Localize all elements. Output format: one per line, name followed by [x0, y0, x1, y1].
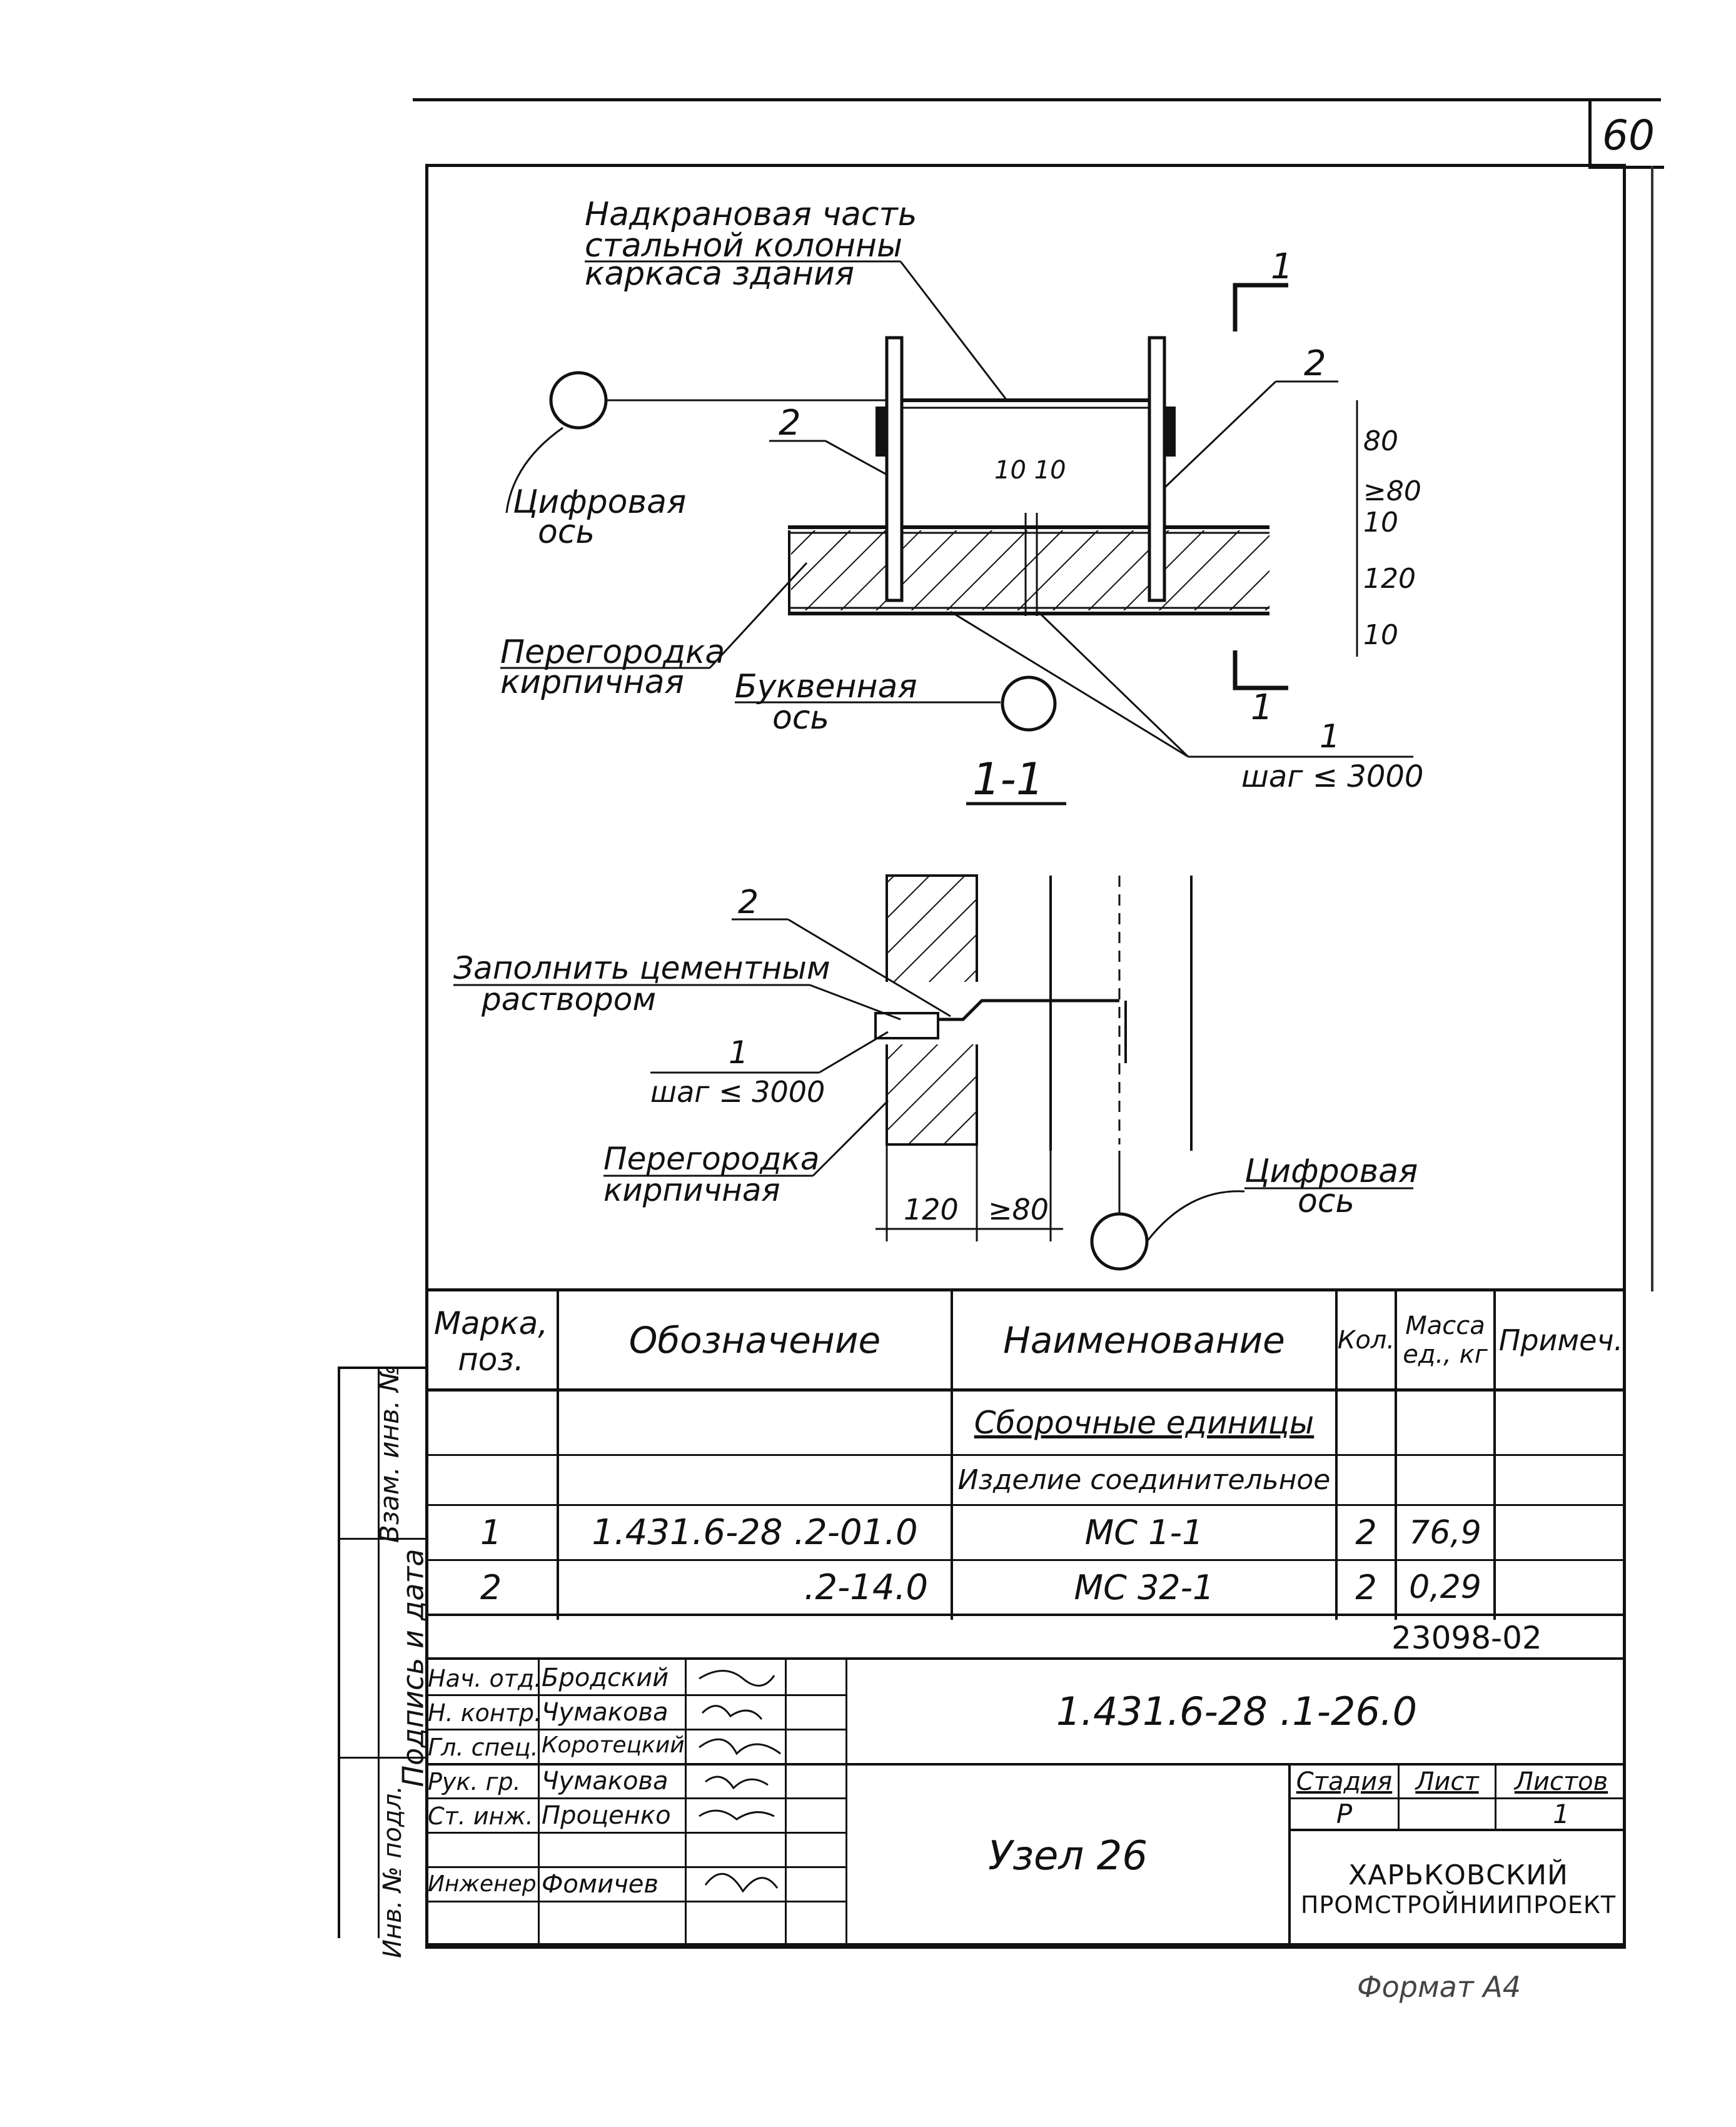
label-digital-axis-bottom-1: Цифровая — [1244, 1153, 1418, 1190]
sig-name-3: Коротецкий — [542, 1732, 685, 1758]
right-margin-line — [1651, 166, 1653, 1291]
dim-right-80: 80 — [1363, 425, 1398, 457]
format-note: Формат А4 — [1357, 1970, 1521, 2004]
group-heading: Изделие соединительное — [957, 1464, 1331, 1496]
dims-gap: 10 10 — [994, 456, 1066, 485]
sig-role-4: Рук. гр. — [428, 1768, 521, 1796]
row2-designation: .2-14.0 — [804, 1567, 928, 1608]
digital-axis-bubble-bottom — [1090, 1212, 1149, 1271]
sig-role-2: Н. контр. — [428, 1699, 538, 1727]
sig-name-6: Фомичев — [542, 1870, 659, 1899]
side-stamp-frame — [338, 1367, 428, 1938]
sig-name-4: Чумакова — [542, 1767, 669, 1796]
dim-right-10a: 10 — [1363, 507, 1398, 538]
section-mark-top-number: 1 — [1271, 246, 1293, 287]
row1-note — [1496, 1506, 1626, 1559]
organization-line2: ПРОМСТРОЙНИИПРОЕКТ — [1300, 1891, 1617, 1919]
side-stamp-inv: Инв. № подл. — [378, 1786, 407, 1958]
sig-name-5: Проценко — [542, 1801, 671, 1830]
side-stamp-replace: Взам. инв. № — [374, 1364, 405, 1543]
sig-role-3: Гл. спец. — [428, 1734, 538, 1761]
label-partition-2: кирпичная — [500, 664, 684, 701]
header-mark: Марка, поз. — [433, 1305, 548, 1378]
label-partition-elev-2: кирпичная — [603, 1172, 780, 1208]
section-drawings: 1 1 Надкрановая часть стальной колонны к… — [453, 196, 1423, 1271]
callout-column-line2: стальной колонны — [585, 227, 902, 265]
top-border-line — [413, 98, 1661, 101]
header-designation: Обозначение — [628, 1318, 881, 1362]
stage-value: Р — [1336, 1799, 1353, 1829]
steel-column-elevation — [1049, 876, 1193, 1151]
label-letter-axis-1: Буквенная — [735, 668, 917, 705]
organization-line1: ХАРЬКОВСКИЙ — [1348, 1859, 1568, 1891]
sheet-number: 60 — [1602, 111, 1655, 159]
dim-right-ge80: ≥80 — [1363, 475, 1421, 507]
row1-mark: 1 — [480, 1513, 502, 1552]
section-heading: Сборочные единицы — [974, 1405, 1315, 1441]
row2-qty: 2 — [1355, 1567, 1377, 1607]
row1-designation: 1.431.6-28 .2-01.0 — [592, 1512, 918, 1553]
row2-mark: 2 — [480, 1567, 502, 1607]
column-plates — [876, 336, 1176, 602]
sheets-value: 1 — [1553, 1799, 1570, 1829]
spec-table: Марка, поз. Обозначение Наименование Кол… — [425, 1288, 1626, 1620]
pos-1-elevation: 1 — [729, 1034, 749, 1071]
sig-role-5: Ст. инж. — [428, 1802, 533, 1830]
handwritten-signatures — [699, 1670, 781, 1893]
section-mark-bottom — [1233, 650, 1288, 690]
header-name: Наименование — [1003, 1318, 1285, 1362]
label-partition-1: Перегородка — [500, 634, 725, 671]
sig-name-2: Чумакова — [542, 1698, 669, 1727]
title-block: Нач. отд. Бродский Н. контр. Чумакова Гл… — [425, 1657, 1626, 1949]
row1-name: МС 1-1 — [1084, 1513, 1204, 1552]
pos-2-left: 2 — [779, 403, 801, 443]
dim-right-10b: 10 — [1363, 619, 1398, 651]
inventory-number: 23098-02 — [1391, 1620, 1542, 1656]
label-digital-axis-2: ось — [538, 513, 595, 551]
step-note-plan: шаг ≤ 3000 — [1241, 759, 1423, 794]
label-fill-2: раствором — [481, 981, 656, 1018]
sig-role-1: Нач. отд. — [428, 1665, 538, 1692]
organization: ХАРЬКОВСКИЙ ПРОМСТРОЙНИИПРОЕКТ — [1291, 1831, 1626, 1946]
stage-header: Стадия — [1296, 1767, 1393, 1796]
brick-partition-plan — [788, 513, 1269, 616]
pos-1-plan: 1 — [1320, 718, 1340, 755]
document-code: 1.431.6-28 .1-26.0 — [1056, 1689, 1418, 1734]
row2-note — [1496, 1561, 1626, 1614]
digital-axis-bubble-top — [549, 371, 608, 430]
header-mass: Масса ед., кг — [1403, 1311, 1488, 1369]
sig-role-6: Инженер — [428, 1871, 537, 1897]
node-title: Узел 26 — [987, 1833, 1148, 1879]
sheet-number-box — [1588, 100, 1664, 169]
pos-2-elevation: 2 — [738, 884, 759, 921]
sheets-header: Листов — [1514, 1767, 1608, 1796]
row1-qty: 2 — [1355, 1513, 1377, 1552]
callout-column-line1: Надкрановая часть — [585, 196, 917, 233]
row2-name: МС 32-1 — [1074, 1567, 1214, 1607]
label-partition-elev-1: Перегородка — [603, 1141, 819, 1177]
label-fill-1: Заполнить цементным — [453, 950, 830, 986]
pos-2-right: 2 — [1304, 343, 1326, 384]
side-stamp-sign: Подпись и дата — [396, 1549, 430, 1787]
row2-mass: 0,29 — [1409, 1569, 1481, 1606]
drawing-frame — [425, 164, 1626, 1946]
dim-bottom-ge80: ≥80 — [988, 1193, 1049, 1226]
row1-mass: 76,9 — [1409, 1513, 1481, 1552]
header-qty: Кол. — [1338, 1325, 1395, 1355]
label-letter-axis-2: ось — [772, 699, 829, 737]
step-note-elevation: шаг ≤ 3000 — [650, 1075, 825, 1109]
sig-name-1: Бродский — [542, 1664, 669, 1692]
letter-axis-bubble — [1001, 675, 1057, 732]
dim-bottom-120: 120 — [904, 1193, 959, 1226]
sheet-header: Лист — [1415, 1767, 1479, 1796]
section-mark-top — [1233, 283, 1288, 331]
section-title: 1-1 — [972, 754, 1044, 805]
section-mark-bottom-number: 1 — [1251, 687, 1273, 728]
dim-right-120: 120 — [1363, 563, 1416, 595]
header-note: Примеч. — [1498, 1323, 1623, 1357]
label-digital-axis-1: Цифровая — [513, 483, 686, 521]
